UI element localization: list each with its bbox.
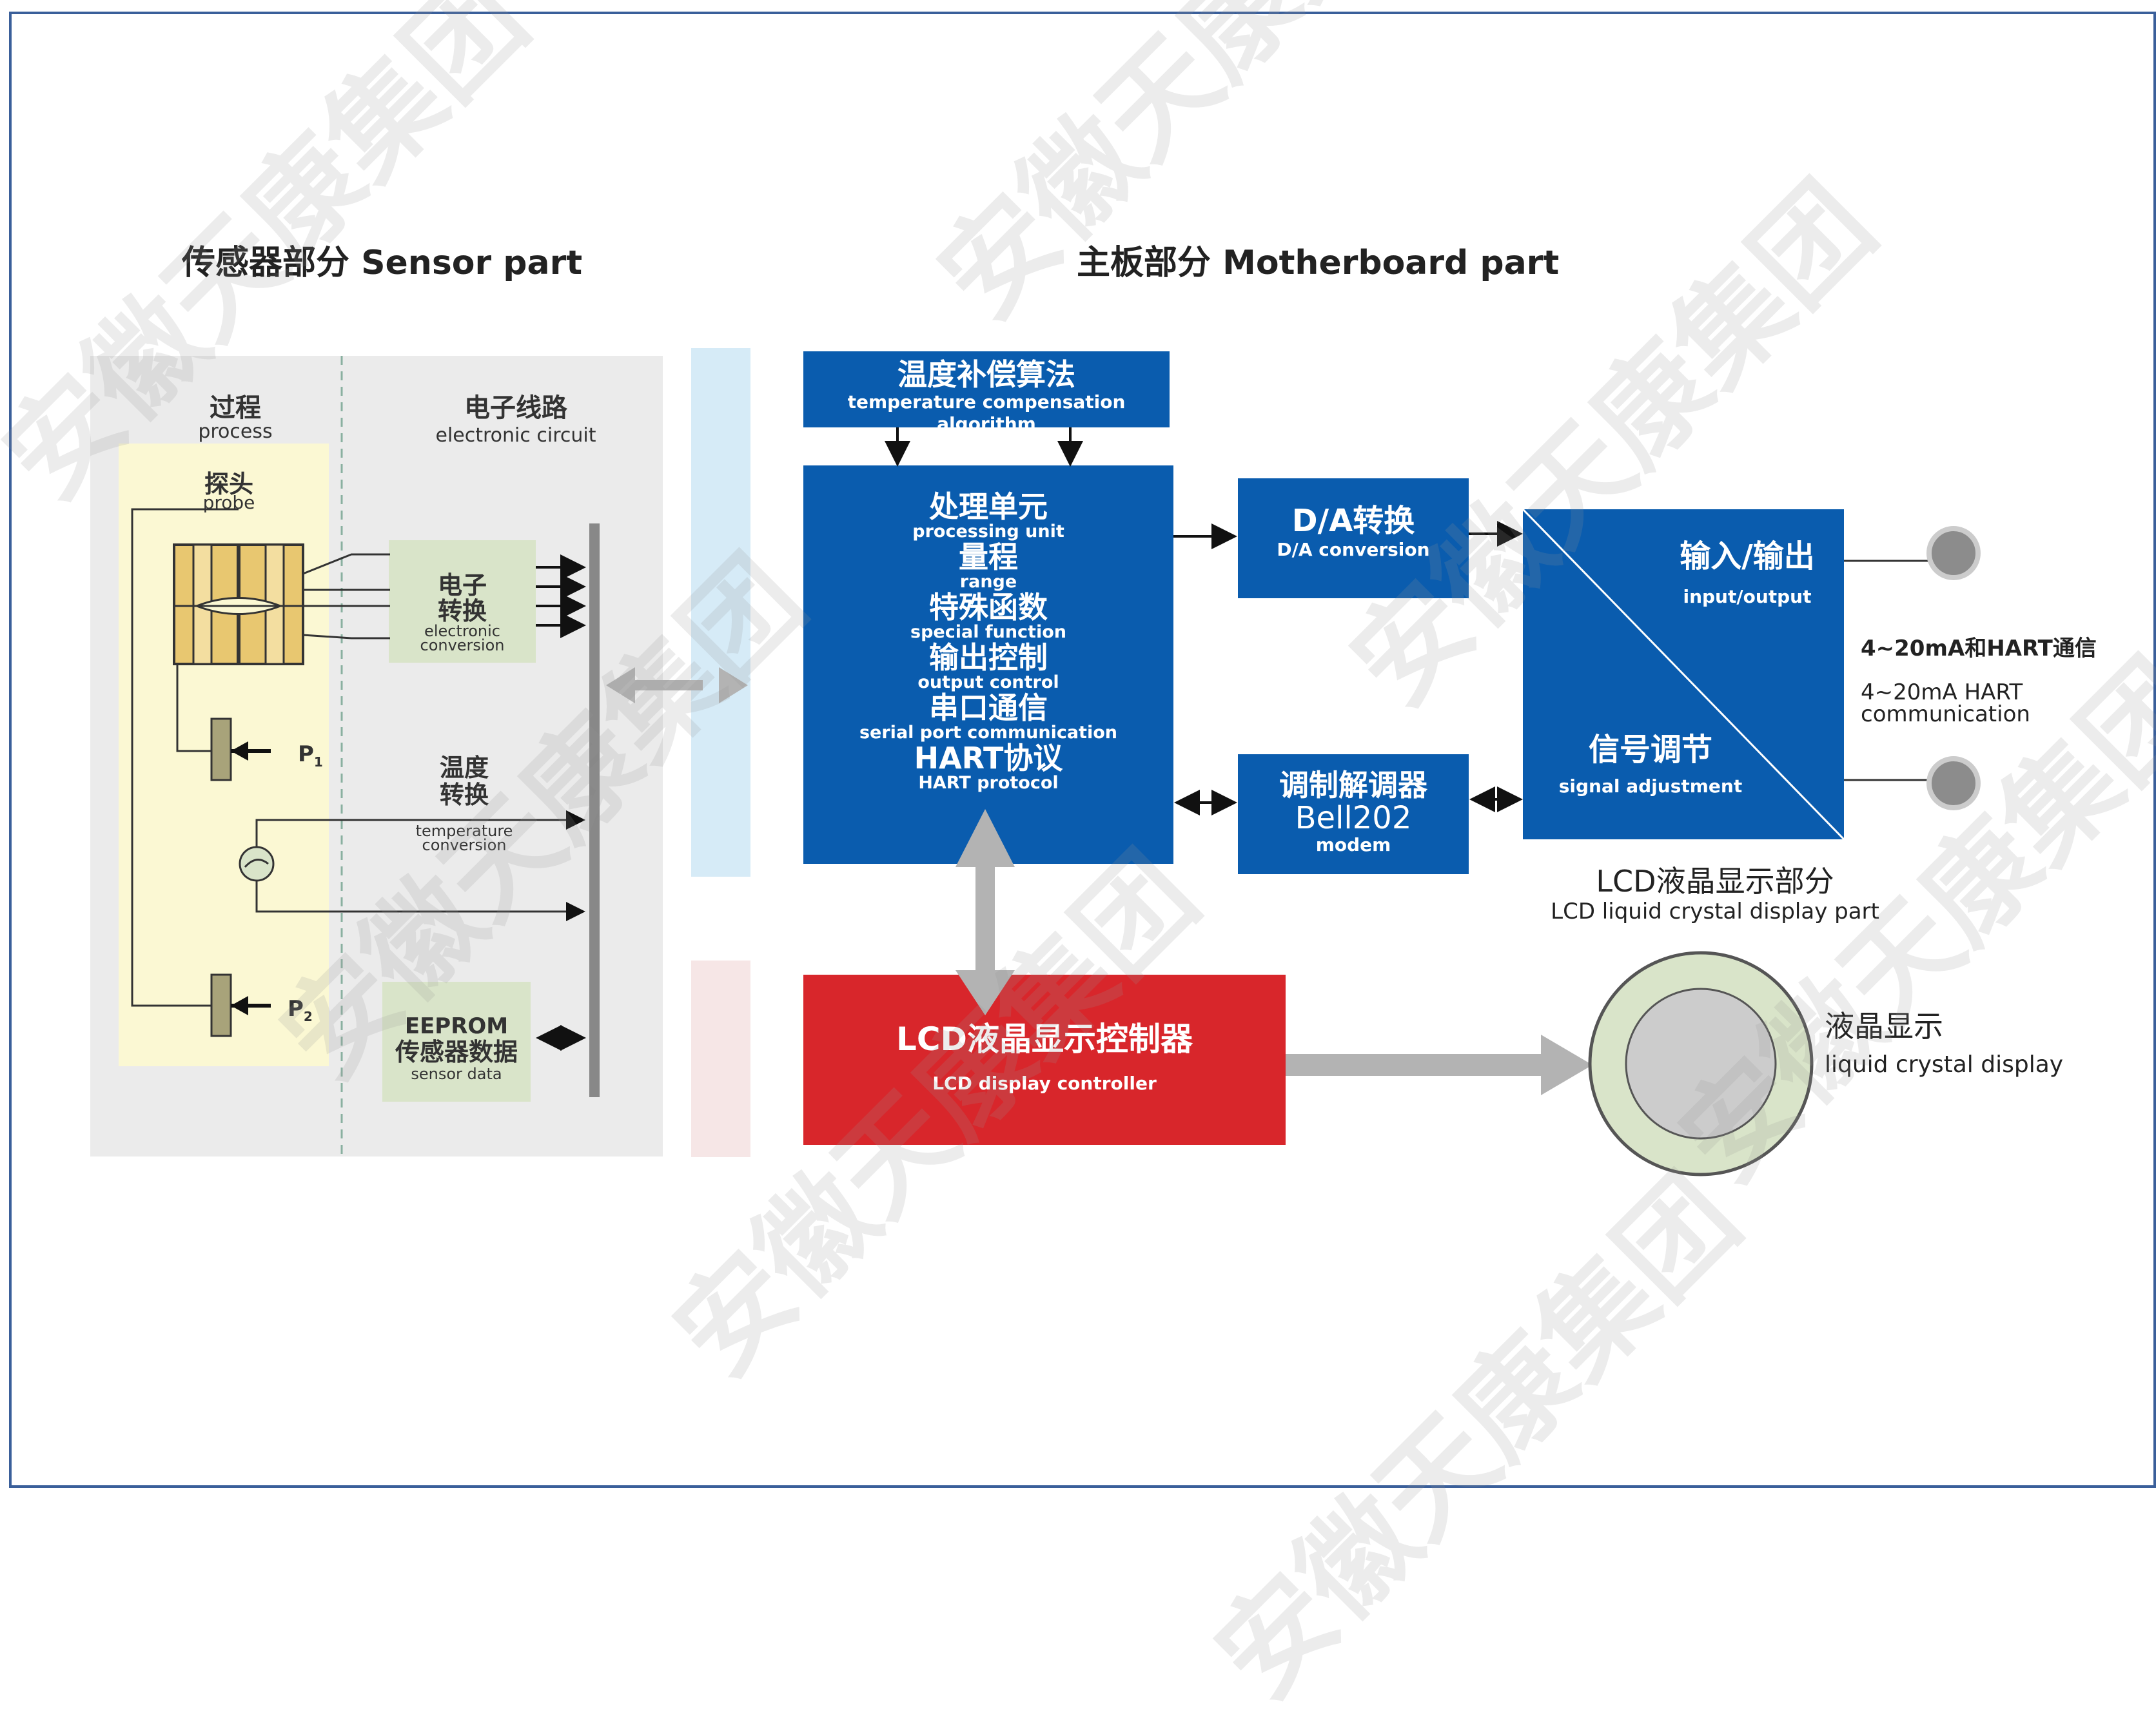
probe-wires	[302, 553, 390, 639]
econv-cn2: 转换	[437, 597, 487, 625]
electronic-conversion-box: 电子 转换 electronic conversion	[389, 540, 536, 663]
eeprom-en: sensor data	[411, 1065, 502, 1083]
proc-item-cn: 特殊函数	[929, 590, 1048, 625]
proc-item-en: serial port communication	[859, 723, 1117, 743]
comm-en2: communication	[1861, 701, 2030, 727]
econv-cn1: 电子	[437, 571, 487, 600]
signal-adjustment-label: 信号调节 signal adjustment	[1554, 732, 1747, 797]
econv-en1: electronic	[424, 622, 500, 640]
da-conversion-box: D/A转换 D/A conversion	[1238, 478, 1469, 598]
p2-sensor	[210, 973, 271, 1037]
lcd-display-label: 液晶显示 liquid crystal display	[1825, 1009, 2063, 1078]
probe-outline	[131, 508, 239, 1007]
diagram-graphics	[131, 356, 1981, 1176]
lcd-controller-box: LCD液晶显示控制器 LCD display controller	[803, 975, 1286, 1145]
proc-item-cn: 输出控制	[929, 640, 1048, 675]
process-en: process	[198, 420, 273, 443]
temperature-compensation-box: 温度补偿算法 temperature compensation algorith…	[803, 351, 1170, 434]
p1-sub: 1	[313, 754, 323, 770]
da-en: D/A conversion	[1277, 539, 1430, 560]
proc-item-en: output control	[917, 672, 1059, 692]
sensor-part-heading: 传感器部分 Sensor part	[182, 244, 583, 282]
io-cn: 输入/输出	[1680, 538, 1815, 574]
sensor-bus	[589, 523, 600, 1097]
circuit-cn: 电子线路	[464, 393, 567, 423]
temp-algo-cn: 温度补偿算法	[897, 357, 1075, 392]
p1-label: P1	[298, 741, 323, 770]
motherboard-part-heading: 主板部分 Motherboard part	[1077, 244, 1560, 282]
probe-capsule	[173, 543, 304, 665]
sig-cn: 信号调节	[1588, 732, 1712, 768]
eeprom-box: EEPROM 传感器数据 sensor data	[382, 982, 531, 1102]
proc-item-cn: 串口通信	[929, 690, 1048, 725]
circuit-en: electronic circuit	[435, 424, 596, 447]
eeprom-cn: 传感器数据	[395, 1038, 518, 1066]
proc-item-en: HART protocol	[918, 773, 1059, 793]
lcd-part-cn: LCD液晶显示部分	[1596, 864, 1834, 899]
probe-line-p1	[176, 664, 213, 752]
sensor-board-link	[606, 667, 748, 703]
io-en: input/output	[1683, 586, 1812, 607]
lcd-bar-left	[691, 961, 750, 1157]
tconv-en1: temperature	[415, 822, 513, 840]
proc-item-cn: 处理单元	[929, 489, 1048, 524]
temperature-element	[239, 846, 275, 882]
sig-en: signal adjustment	[1558, 776, 1743, 797]
modem-cn: 调制解调器	[1279, 768, 1427, 803]
lcd-display-arrow	[1286, 1035, 1592, 1095]
proc-lcd-link	[956, 809, 1015, 1015]
modem-box: 调制解调器 Bell202 modem	[1238, 754, 1469, 874]
econv-en2: conversion	[420, 636, 505, 654]
terminal-1	[1926, 526, 1981, 580]
da-cn: D/A转换	[1291, 503, 1415, 539]
econv-bus-arrows	[536, 554, 586, 638]
lcd-disp-en: liquid crystal display	[1825, 1051, 2064, 1078]
tconv-en2: conversion	[422, 836, 507, 854]
temperature-wire-lower	[255, 881, 585, 921]
terminal-2	[1926, 756, 1981, 810]
temp-algo-en: temperature compensation algorithm	[847, 391, 1126, 434]
proc-item-en: range	[959, 572, 1017, 592]
tconv-cn1: 温度	[439, 754, 489, 782]
proc-item-cn: 量程	[959, 540, 1018, 574]
p2-label: P2	[288, 996, 313, 1024]
temperature-conversion-label: 温度 转换 temperature conversion	[400, 754, 529, 854]
io-label: 输入/输出 input/output	[1651, 538, 1844, 607]
process-cn: 过程	[210, 393, 261, 423]
lcd-part-label: LCD液晶显示部分 LCD liquid crystal display par…	[1496, 864, 1934, 924]
p1-sensor	[210, 717, 271, 781]
lcd-ctrl-en: LCD display controller	[932, 1073, 1157, 1094]
circuit-label: 电子线路 electronic circuit	[413, 387, 619, 447]
comm-en1: 4~20mA HART	[1861, 679, 2023, 705]
temperature-wire-upper	[255, 810, 585, 847]
lcd-display-inner	[1625, 988, 1777, 1140]
modem-model: Bell202	[1295, 800, 1412, 836]
io-diagonal	[1522, 508, 1845, 841]
eeprom-label: EEPROM	[404, 1013, 509, 1039]
modem-en: modem	[1315, 834, 1391, 855]
lcd-part-en: LCD liquid crystal display part	[1551, 899, 1879, 924]
lcd-disp-cn: 液晶显示	[1825, 1009, 1943, 1044]
proc-item-en: processing unit	[912, 522, 1064, 542]
comm-cn: 4~20mA和HART通信	[1861, 636, 2097, 661]
p2-text: P	[288, 996, 304, 1022]
probe-bar-left	[691, 348, 750, 877]
probe-cn: 探头	[204, 470, 253, 498]
p1-text: P	[298, 741, 314, 767]
process-label: 过程 process	[161, 387, 309, 443]
p2-sub: 2	[303, 1008, 313, 1024]
lcd-ctrl-cn: LCD液晶显示控制器	[896, 1020, 1193, 1058]
proc-item-en: special function	[910, 622, 1066, 642]
comm-label: 4~20mA和HART通信 4~20mA HART communication	[1861, 630, 2097, 725]
probe-label: 探头 probe	[187, 464, 271, 513]
tconv-cn2: 转换	[439, 781, 489, 809]
proc-item-cn: HART协议	[914, 741, 1063, 776]
